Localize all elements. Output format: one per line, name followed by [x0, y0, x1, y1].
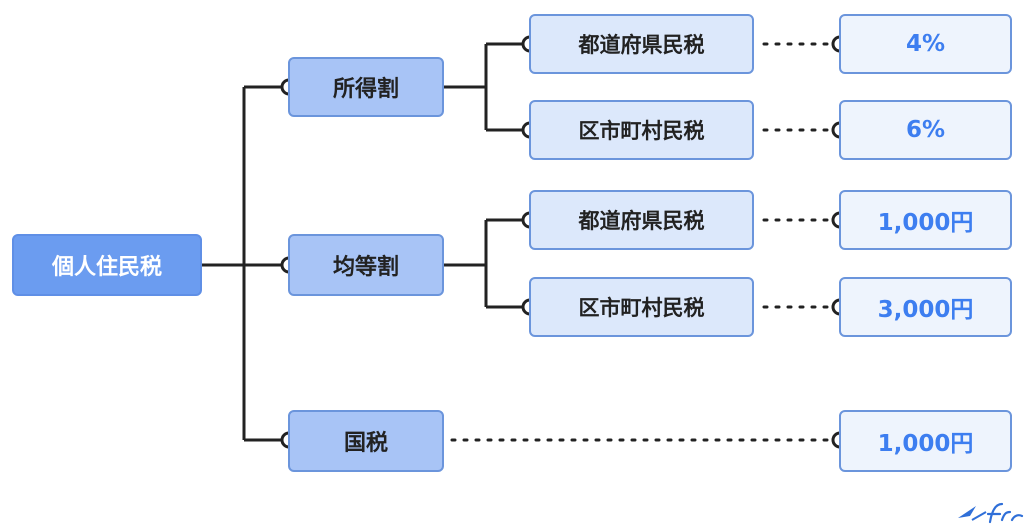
value-label: 1,000円 [877, 431, 974, 457]
leaf-prefectural-tax-2: 都道府県民税 [529, 190, 754, 250]
root-label: 個人住民税 [51, 255, 162, 280]
leaf-label: 都道府県民税 [578, 209, 705, 233]
leaf-label: 都道府県民税 [578, 33, 705, 57]
value-label: 6% [905, 117, 946, 143]
leaf-municipal-tax-1: 区市町村民税 [529, 100, 754, 160]
leaf-prefectural-tax-1: 都道府県民税 [529, 14, 754, 74]
value-box-2: 6% [839, 100, 1012, 160]
connector-branch-2 [444, 218, 530, 309]
connector-root [202, 85, 289, 442]
leaf-label: 区市町村民税 [578, 119, 705, 143]
value-box-3: 1,000円 [839, 190, 1012, 250]
branch-per-capita-levy: 均等割 [288, 234, 444, 296]
value-label: 4% [905, 31, 946, 57]
connector-branch-1 [444, 42, 530, 132]
leaf-label: 区市町村民税 [578, 296, 705, 320]
value-box-1: 4% [839, 14, 1012, 74]
root-node: 個人住民税 [12, 234, 202, 296]
branch-label: 国税 [343, 431, 388, 456]
value-label: 3,000円 [877, 297, 974, 323]
branch-income-levy: 所得割 [288, 57, 444, 117]
value-box-4: 3,000円 [839, 277, 1012, 337]
branch-label: 所得割 [332, 77, 399, 102]
freee-logo-icon [958, 502, 1024, 524]
leaf-municipal-tax-2: 区市町村民税 [529, 277, 754, 337]
branch-national-tax: 国税 [288, 410, 444, 472]
branch-label: 均等割 [332, 255, 399, 280]
value-label: 1,000円 [877, 210, 974, 236]
value-box-5: 1,000円 [839, 410, 1012, 472]
